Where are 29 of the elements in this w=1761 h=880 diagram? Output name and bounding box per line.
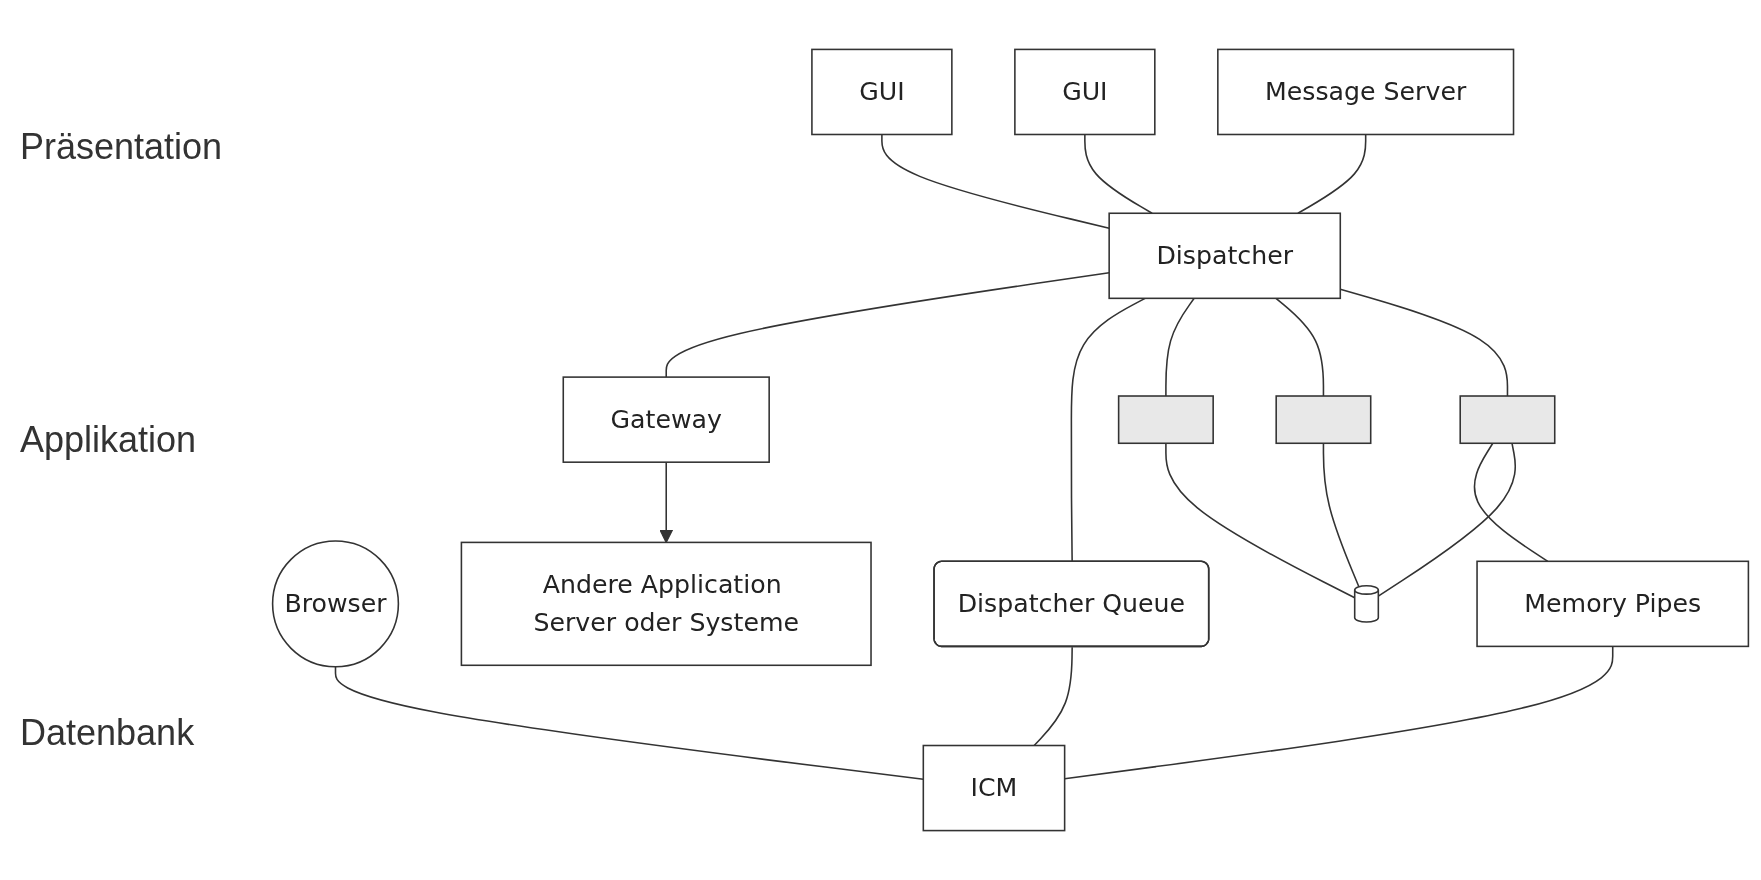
node-circle: Browser: [271, 540, 400, 668]
connector: [1165, 442, 1356, 599]
layer-label: Präsentation: [20, 125, 224, 168]
node-box: GUI: [811, 48, 953, 136]
connector: [665, 271, 1110, 378]
node-box: GUI: [1014, 48, 1156, 136]
connector: [1033, 646, 1073, 747]
node-box: Dispatcher: [1108, 212, 1342, 300]
layer-label: Applikation: [20, 419, 198, 461]
node-bar: [1275, 395, 1372, 445]
layer-label: Datenbank: [20, 712, 196, 755]
node-bar: [1117, 395, 1214, 445]
node-box: Message Server: [1217, 48, 1515, 136]
connector: [1297, 133, 1367, 215]
node-box: Gateway: [562, 376, 770, 463]
node-box: Andere Application Server oder Systeme: [460, 541, 872, 667]
node-cylinder: [1353, 584, 1380, 623]
connector: [1322, 442, 1360, 588]
connector: [1084, 133, 1153, 215]
node-box: ICM: [922, 744, 1066, 832]
arrow: [659, 461, 674, 544]
node-bar: [1459, 395, 1556, 445]
connector: [881, 133, 1110, 229]
connector: [1473, 442, 1549, 563]
node-box: Memory Pipes: [1476, 560, 1750, 648]
connector: [1377, 442, 1517, 597]
connector: [1275, 297, 1325, 397]
connector: [1165, 297, 1195, 397]
connector: [1070, 297, 1146, 563]
